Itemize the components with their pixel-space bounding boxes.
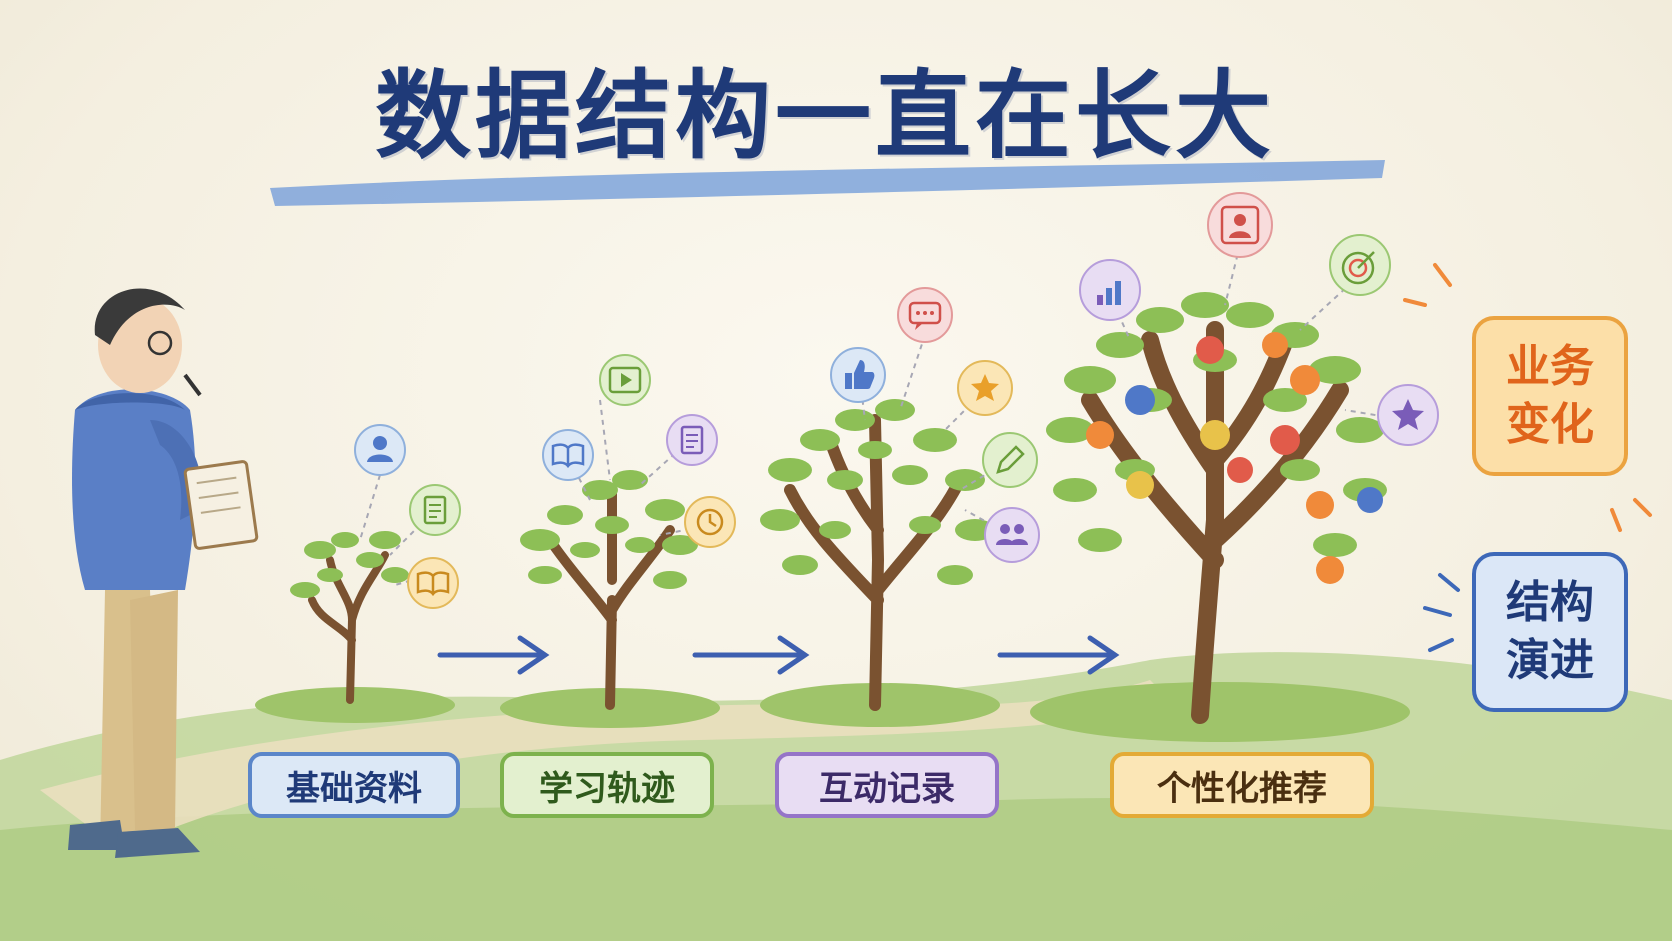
side-badge-line: 结构 bbox=[1506, 577, 1594, 628]
title-underline bbox=[270, 160, 1385, 206]
ground-front bbox=[0, 798, 1672, 941]
arrow-3 bbox=[997, 635, 1120, 675]
side-badge-line: 变化 bbox=[1506, 399, 1594, 450]
tree-sapling bbox=[290, 531, 409, 704]
video-icon bbox=[599, 354, 651, 406]
clock-icon bbox=[684, 496, 736, 548]
group-icon bbox=[984, 507, 1040, 563]
pencil-icon bbox=[982, 432, 1038, 488]
book-icon bbox=[542, 429, 594, 481]
side-badge-business-change: 业务 变化 bbox=[1472, 316, 1628, 476]
page-title: 数据结构一直在长大 bbox=[375, 60, 1275, 172]
star-icon bbox=[1377, 384, 1439, 446]
side-badge-structure-evolution: 结构 演进 bbox=[1472, 552, 1628, 712]
tree-young bbox=[520, 470, 698, 710]
fruits bbox=[1086, 332, 1383, 584]
stage-label-learning: 学习轨迹 bbox=[500, 752, 714, 818]
document-icon bbox=[409, 484, 461, 536]
side-badge-line: 演进 bbox=[1506, 635, 1594, 686]
mound-1 bbox=[255, 687, 455, 723]
tree-medium bbox=[760, 399, 995, 711]
star-icon bbox=[957, 360, 1013, 416]
document-icon bbox=[666, 414, 718, 466]
mound-4 bbox=[1030, 682, 1410, 742]
arrow-2 bbox=[692, 635, 810, 675]
bar-chart-icon bbox=[1079, 259, 1141, 321]
stage-label-recommendation: 个性化推荐 bbox=[1110, 752, 1374, 818]
accent-rays bbox=[1403, 263, 1652, 532]
stage-label-basic: 基础资料 bbox=[248, 752, 460, 818]
user-icon bbox=[1207, 192, 1273, 258]
accent-rays-blue bbox=[1423, 573, 1460, 652]
target-icon bbox=[1329, 234, 1391, 296]
arrow-1 bbox=[437, 635, 550, 675]
chat-icon bbox=[897, 287, 953, 343]
person-figure bbox=[68, 288, 259, 858]
side-badge-line: 业务 bbox=[1506, 341, 1594, 392]
book-icon bbox=[407, 557, 459, 609]
tree-mature bbox=[1046, 292, 1387, 724]
user-icon bbox=[354, 424, 406, 476]
thumbs-up-icon bbox=[830, 347, 886, 403]
stage-label-interaction: 互动记录 bbox=[775, 752, 999, 818]
